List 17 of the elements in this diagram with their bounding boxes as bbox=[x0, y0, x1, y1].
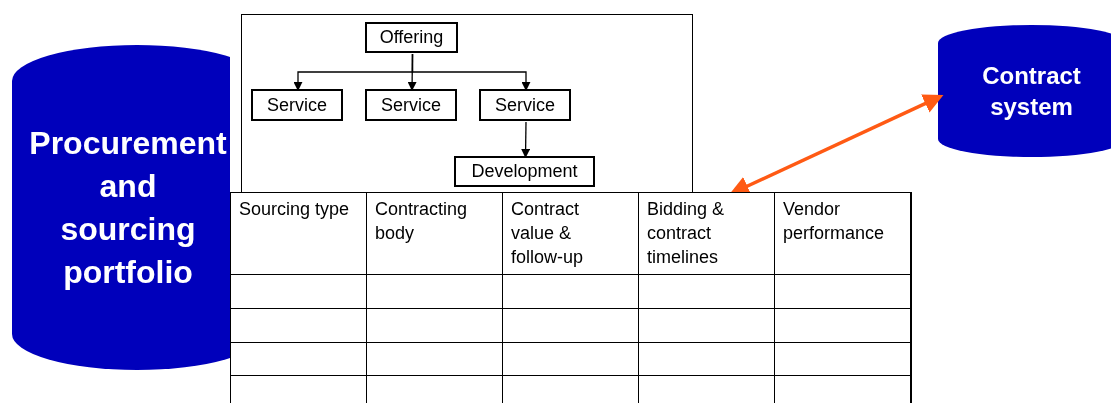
arrow bbox=[411, 53, 531, 91]
database-cylinder bbox=[938, 25, 1111, 157]
arrow bbox=[521, 121, 531, 158]
header-cell: Vendor performance bbox=[775, 193, 911, 275]
header-cell: Sourcing type bbox=[231, 193, 367, 275]
table bbox=[230, 192, 912, 403]
node-label: Procurement and sourcing portfolio bbox=[28, 123, 228, 292]
header-cell: Contracting body bbox=[367, 193, 503, 275]
process-box: Offering bbox=[365, 22, 458, 53]
database-cylinder bbox=[12, 45, 230, 370]
header-cell: Bidding & contract timelines bbox=[639, 193, 775, 275]
process-box: Service bbox=[479, 89, 571, 121]
node-label: Contract system bbox=[981, 61, 1082, 122]
header-cell: Contract value & follow-up bbox=[503, 193, 639, 275]
process-box: Service bbox=[365, 89, 457, 121]
process-box: Development bbox=[454, 156, 595, 187]
process-box: Service bbox=[251, 89, 343, 121]
